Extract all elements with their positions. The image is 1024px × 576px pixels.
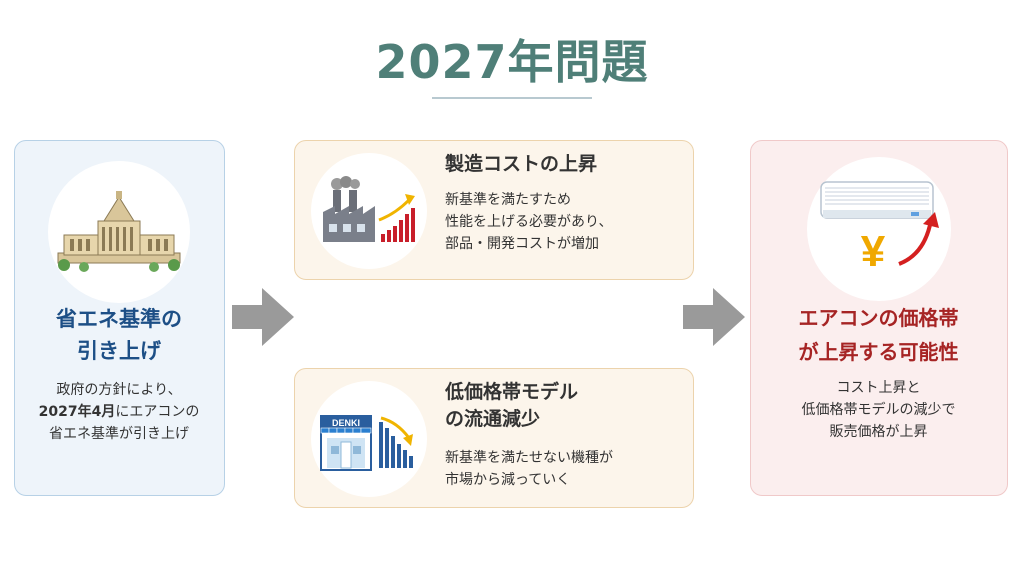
mid-top-body: 新基準を満たすため 性能を上げる必要があり、 部品・開発コストが増加 — [445, 192, 613, 252]
card-low-price-models: DENKI 低価格帯モデル の流通減少 新基準を満たせない機種が 市場から減って… — [294, 368, 694, 508]
arrow-right-icon — [232, 288, 294, 346]
left-card-body: 政府の方針により、 2027年4月にエアコンの 省エネ基準が引き上げ — [38, 382, 200, 442]
factory-rising-chart-icon — [323, 176, 415, 242]
mid-bottom-body: 新基準を満たせない機種が 市場から減っていく — [445, 450, 613, 488]
right-card-body: コスト上昇と 低価格帯モデルの減少で 販売価格が上昇 — [801, 380, 956, 440]
card-energy-standard: 省エネ基準の 引き上げ 政府の方針により、 2027年4月にエアコンの 省エネ基… — [14, 140, 225, 496]
store-sign: DENKI — [332, 418, 360, 428]
air-conditioner-yen-rising-icon: ¥ — [820, 181, 939, 276]
yen-symbol: ¥ — [861, 227, 886, 276]
icon-circle: ¥ — [807, 157, 951, 301]
title-underline — [432, 97, 592, 99]
left-card-heading: 省エネ基準の 引き上げ — [56, 307, 182, 363]
arrow-right-icon — [683, 288, 745, 346]
parliament-building-icon — [57, 191, 181, 272]
card-manufacturing-cost: 製造コストの上昇 新基準を満たすため 性能を上げる必要があり、 部品・開発コスト… — [294, 140, 694, 280]
icon-circle — [48, 161, 190, 303]
icon-circle: DENKI — [311, 381, 427, 497]
highlight-date: 2027年4月 — [38, 404, 116, 420]
page-title: 2027年問題 — [375, 35, 649, 89]
right-card-heading: エアコンの価格帯 が上昇する可能性 — [798, 306, 959, 364]
mid-bottom-heading: 低価格帯モデル の流通減少 — [445, 381, 579, 430]
icon-circle — [311, 153, 427, 269]
card-price-increase: ¥ エアコンの価格帯 が上昇する可能性 コスト上昇と 低価格帯モデルの減少で 販… — [750, 140, 1008, 496]
electronics-store-falling-chart-icon: DENKI — [320, 415, 413, 471]
mid-top-heading: 製造コストの上昇 — [445, 153, 598, 175]
